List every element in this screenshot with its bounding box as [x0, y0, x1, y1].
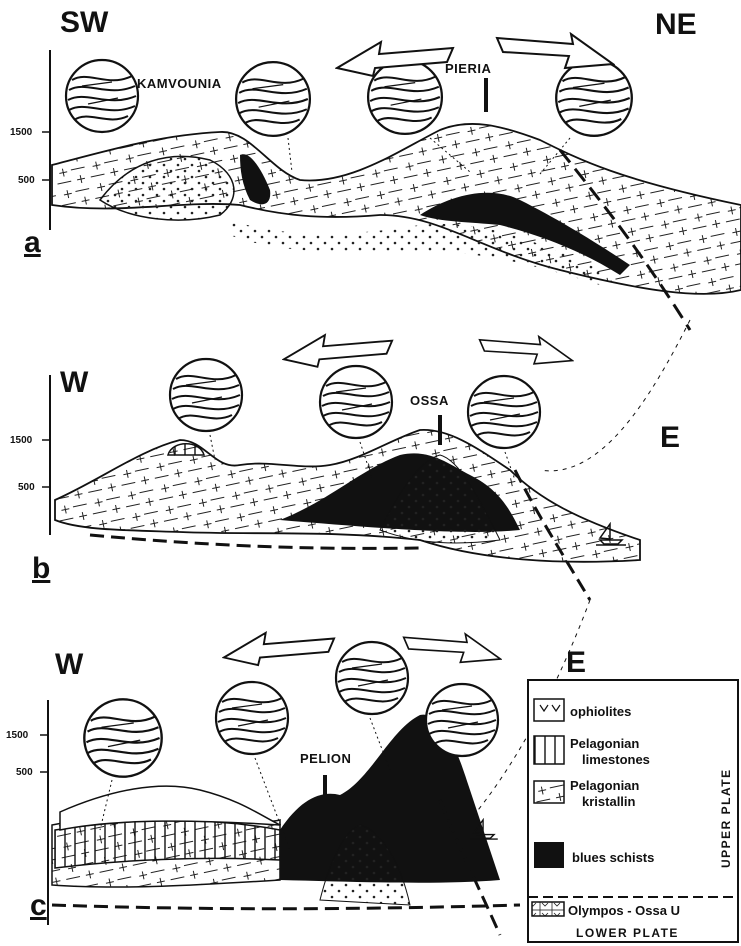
legend-upper-plate: UPPER PLATE: [719, 768, 733, 868]
panel-c-peak-pelion: PELION: [300, 751, 351, 766]
panel-a-peak-kamvounia: KAMVOUNIA: [137, 76, 222, 91]
legend-label-kristallin-1: Pelagonian: [570, 778, 639, 793]
panel-c-detachment: [52, 905, 520, 909]
panel-b-right-label: E: [660, 421, 680, 454]
panel-b: W E 1500 500 b OSSA: [10, 320, 690, 600]
legend-label-limestones-1: Pelagonian: [570, 736, 639, 751]
legend-label-kristallin-2: kristallin: [582, 794, 636, 809]
panel-c-left-label: W: [55, 648, 84, 681]
panel-a-outcrop-3: [368, 60, 442, 134]
panel-b-outcrop-3: [468, 376, 540, 448]
panel-b-tick-500: 500: [18, 482, 35, 493]
panel-c-outcrop-3: [336, 642, 408, 714]
panel-a-letter: a: [24, 226, 41, 259]
panel-b-letter: b: [32, 552, 50, 585]
legend-swatch-limestones: [534, 736, 564, 764]
panel-b-shear-arrow-left: [284, 335, 392, 367]
panel-c-shear-arrow-left: [224, 633, 334, 665]
legend: ophiolites Pelagonian limestones Pelagon…: [528, 680, 738, 942]
legend-swatch-kristallin: [534, 781, 564, 803]
panel-b-shear-arrow-right: [480, 337, 573, 364]
panel-a-peak-pieria: PIERIA: [445, 61, 491, 76]
panel-b-outcrop-1: [170, 359, 242, 431]
panel-a-shear-arrow-right: [497, 34, 613, 68]
panel-a-left-label: SW: [60, 6, 109, 39]
panel-c: W E 1500 500 c PELION: [6, 600, 590, 935]
panel-b-detachment: [90, 535, 420, 548]
panel-b-peak-ossa: OSSA: [410, 393, 449, 408]
panel-a-outcrop-4: [556, 60, 632, 136]
panel-c-letter: c: [30, 889, 47, 922]
panel-b-outcrop-2: [320, 366, 392, 438]
panel-a-tick-500: 500: [18, 175, 35, 186]
legend-swatch-olympos-ossa: [532, 902, 564, 916]
legend-lower-plate: LOWER PLATE: [576, 926, 679, 940]
legend-label-ophiolites: ophiolites: [570, 704, 631, 719]
panel-c-tick-500: 500: [16, 767, 33, 778]
panel-a-outcrop-1: [66, 60, 138, 132]
panel-a-tick-1500: 1500: [10, 127, 33, 138]
panel-a-right-label: NE: [655, 8, 697, 41]
panel-b-tick-1500: 1500: [10, 435, 33, 446]
panel-c-tick-1500: 1500: [6, 730, 29, 741]
legend-swatch-blueschists: [534, 842, 564, 868]
legend-swatch-ophiolites: [534, 699, 564, 721]
panel-c-outcrop-1: [84, 699, 161, 776]
panel-a-outcrop-2: [236, 62, 310, 136]
panel-c-outcrop-2: [216, 682, 288, 754]
legend-label-blueschists: blues schists: [572, 850, 654, 865]
legend-label-limestones-2: limestones: [582, 752, 650, 767]
legend-label-olympos-ossa: Olympos - Ossa U: [568, 903, 680, 918]
panel-a: SW NE 1500 500 a KAMVOUNIA PIERIA: [10, 6, 741, 330]
panel-c-shear-arrow-right: [404, 634, 501, 662]
panel-c-outcrop-4: [426, 684, 498, 756]
panel-b-left-label: W: [60, 366, 89, 399]
